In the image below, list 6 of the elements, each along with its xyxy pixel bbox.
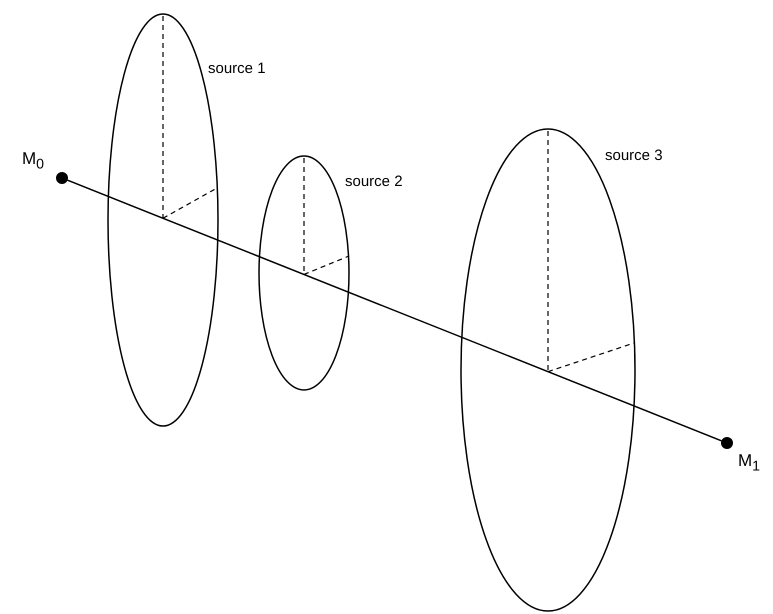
source-label: source 1 [208,60,266,78]
connector-line [67,180,722,442]
source-label: source 2 [345,173,403,191]
point-label: M$_{0}$ [22,150,44,174]
point-label: M$_{1}$ [738,452,760,476]
source-label: source 3 [605,147,663,165]
